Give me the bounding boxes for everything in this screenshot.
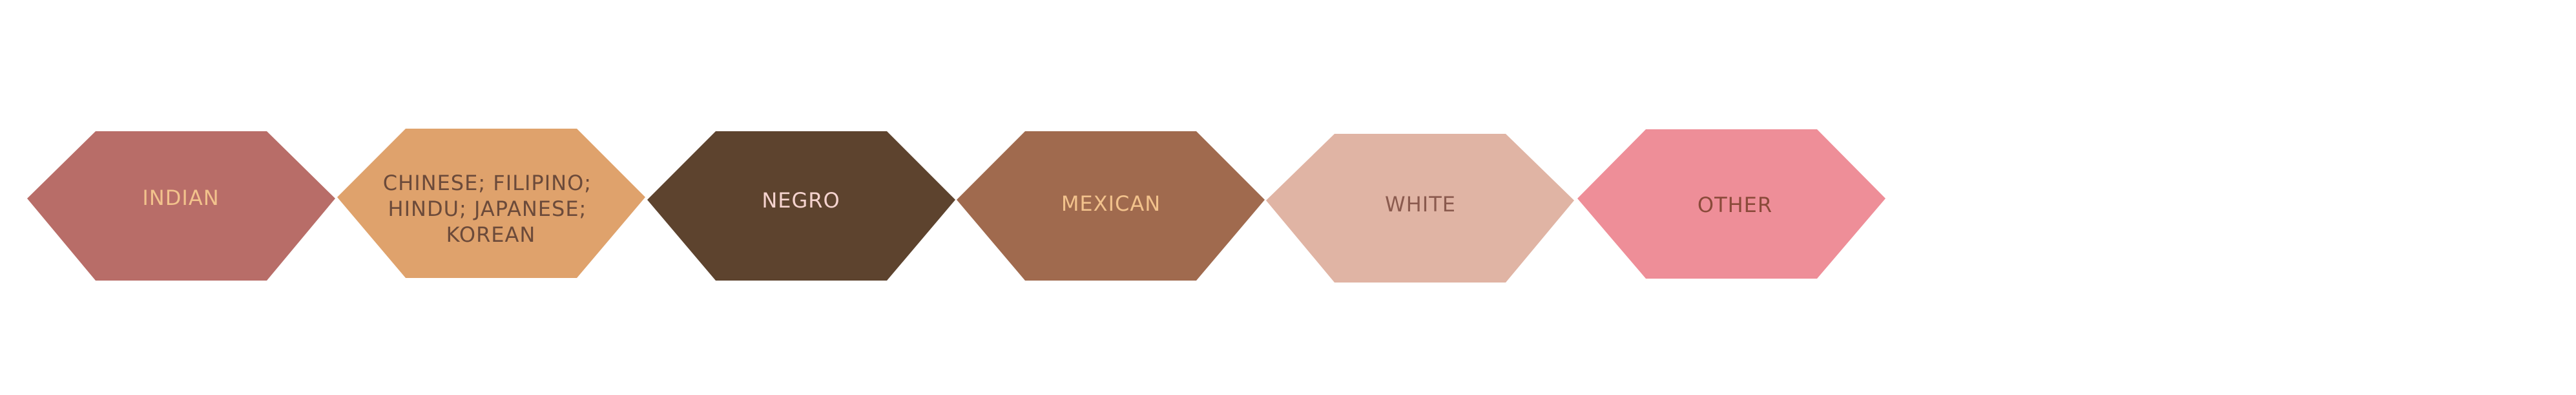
hexagon-indian-label: INDIAN <box>142 186 219 210</box>
hexagon-asian-label-line: KOREAN <box>446 222 536 247</box>
hexagon-white-label: WHITE <box>1385 192 1456 217</box>
hexagon-negro-label: NEGRO <box>762 188 840 213</box>
hexagon-indian: INDIAN <box>27 131 335 281</box>
hexagon-indian-label-line: INDIAN <box>142 186 219 210</box>
hexagon-other-shape <box>1577 129 1885 279</box>
hexagon-mexican-label: MEXICAN <box>1061 191 1161 216</box>
hexagon-white: WHITE <box>1266 134 1574 283</box>
hexagon-asian-shape <box>337 129 645 278</box>
hexagon-white-shape <box>1266 134 1574 283</box>
hexagon-mexican: MEXICAN <box>957 131 1265 281</box>
hexagon-other-label-line: OTHER <box>1698 193 1772 217</box>
hexagon-asian-label: CHINESE; FILIPINO; HINDU; JAPANESE; KORE… <box>383 171 599 247</box>
hexagon-negro-label-line: NEGRO <box>762 188 840 213</box>
hexagon-negro: NEGRO <box>647 131 955 281</box>
hexagon-negro-shape <box>647 131 955 281</box>
hexagon-indian-shape <box>27 131 335 281</box>
hexagon-mexican-shape <box>957 131 1265 281</box>
hexagon-other: OTHER <box>1577 129 1885 279</box>
hexagon-white-label-line: WHITE <box>1385 192 1456 217</box>
hexagon-asian-label-line: CHINESE; FILIPINO; <box>383 171 592 195</box>
hexagon-mexican-label-line: MEXICAN <box>1061 191 1161 216</box>
hexagon-asian: CHINESE; FILIPINO; HINDU; JAPANESE; KORE… <box>337 129 645 278</box>
hexagon-asian-label-line: HINDU; JAPANESE; <box>388 197 587 221</box>
hexagon-other-label: OTHER <box>1698 193 1772 217</box>
